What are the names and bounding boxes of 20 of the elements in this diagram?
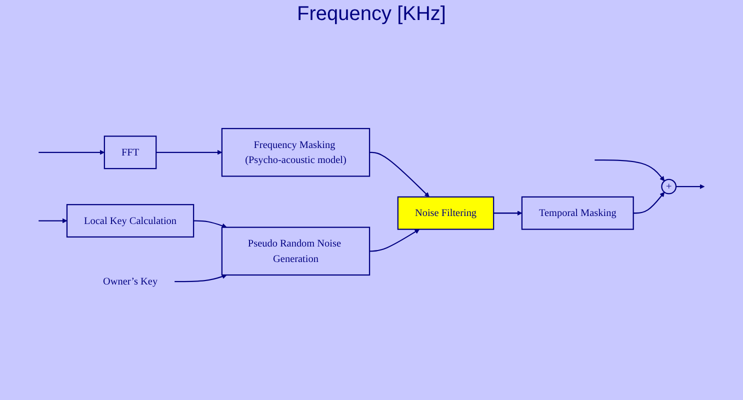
- arrow: [194, 220, 227, 228]
- arrow: [676, 184, 705, 189]
- node-box: Frequency Masking (Psycho-acoustic model): [221, 128, 370, 177]
- node-box: FFT: [104, 136, 157, 169]
- arrow: [370, 228, 420, 252]
- arrow: [494, 210, 522, 216]
- arrow: [156, 150, 222, 155]
- arrow: [370, 152, 430, 198]
- arrow: [174, 274, 227, 282]
- arrow: [38, 150, 105, 155]
- arrow: [633, 192, 665, 214]
- arrow: [594, 159, 665, 182]
- node-box: Noise Filtering: [397, 196, 494, 230]
- node-box: Pseudo Random Noise Generation: [221, 226, 370, 276]
- node-box: Temporal Masking: [521, 196, 634, 230]
- node-circle: +: [661, 178, 677, 194]
- axis-label: Frequency [KHz]: [297, 2, 446, 27]
- node-text: Owner’s Key: [102, 275, 158, 287]
- arrow: [38, 218, 68, 224]
- node-box: Local Key Calculation: [66, 204, 194, 238]
